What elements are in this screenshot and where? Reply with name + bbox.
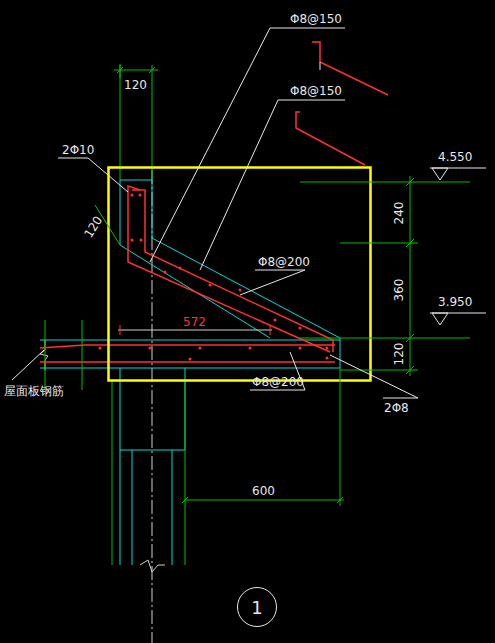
dimension-text: 120 [392, 343, 406, 366]
rebar-callout: 2Φ10 [62, 143, 94, 157]
dimension-text: 572 [183, 315, 206, 329]
rebar-callout: Φ8@200 [252, 375, 304, 389]
dimension-text: 360 [392, 279, 406, 302]
dimension-text: 600 [252, 484, 275, 498]
dimension-text: 120 [124, 78, 147, 92]
dimension-text: 120 [81, 214, 105, 241]
detail-number: 1 [251, 597, 262, 618]
rebar-callout: Φ8@200 [258, 255, 310, 269]
detail-circle: 1 [237, 587, 277, 627]
elevation-text: 3.950 [438, 295, 472, 309]
dimension-text: 240 [392, 202, 406, 225]
rebar-callout: Φ8@150 [290, 84, 342, 98]
rebar-callout: Φ8@150 [290, 12, 342, 26]
elevation-text: 4.550 [438, 150, 472, 164]
note-text: 屋面板钢筋 [4, 384, 64, 398]
rebar-callout: 2Φ8 [384, 401, 409, 415]
